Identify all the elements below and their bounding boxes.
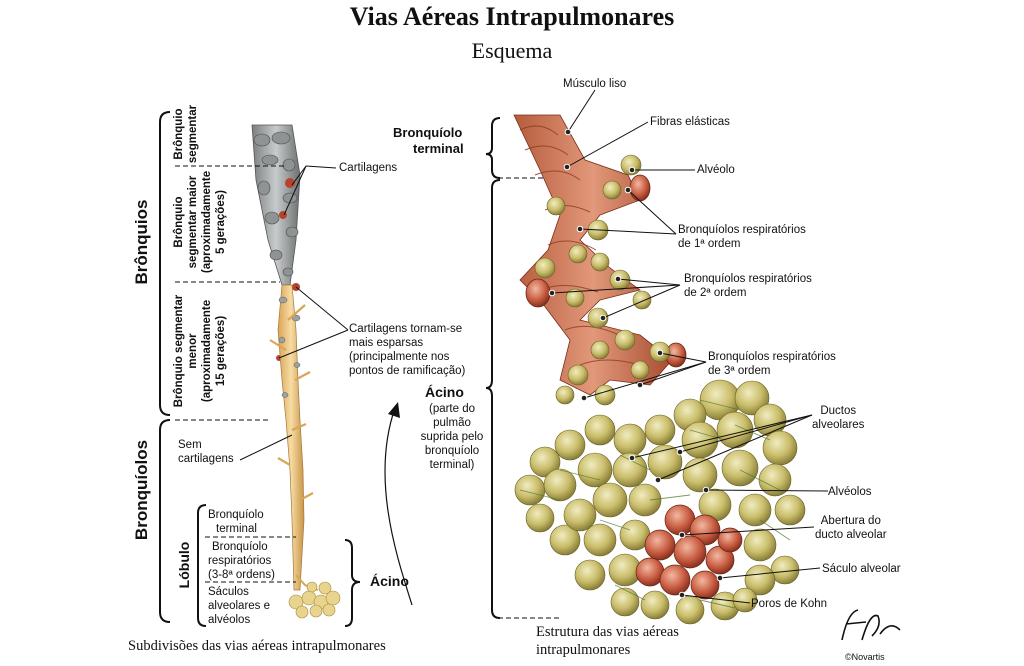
label-cartilagens: Cartilagens — [339, 162, 398, 174]
right-caption: Estrutura das vias aéreas intrapulmonare… — [536, 624, 679, 658]
page-subtitle: Esquema — [471, 38, 553, 63]
vertical-label-segmentar-maior: Brônquio segmentar maior (aproximadament… — [173, 170, 227, 274]
label-ductos-alveolares: Ductos alveolares — [812, 405, 865, 431]
left-brackets — [159, 111, 207, 627]
label-alveolos: Alvéolos — [828, 486, 872, 498]
left-leaders — [239, 165, 349, 461]
label-cartilagens-esparsas: Cartilagens tornam-se mais esparsas (pri… — [349, 323, 466, 377]
acino-arrow — [384, 407, 413, 606]
copyright-credit: ©Novartis — [845, 652, 885, 662]
label-acino-left: Ácino — [370, 573, 409, 589]
vertical-label-segmentar-menor: Brônquio segmentar menor (aproximadament… — [173, 294, 227, 408]
label-bronquiolo-terminal: Bronquíolo terminal — [393, 125, 464, 156]
label-acino-middle: Ácino — [425, 384, 464, 400]
label-bronquiolos-2-ordem: Bronquíolos respiratórios de 2ª ordem — [684, 273, 812, 299]
vertical-label-bronquiolos: Bronquíolos — [132, 439, 151, 541]
alveolar-sac-section — [635, 504, 743, 600]
label-bronquiolos-1-ordem: Bronquíolos respiratórios de 1ª ordem — [678, 224, 806, 250]
label-alveolo: Alvéolo — [697, 164, 735, 176]
label-bronquiolo-terminal-left: Bronquíolo terminal — [208, 509, 264, 535]
vertical-label-bronquios: Brônquios — [132, 199, 151, 285]
middle-brackets — [485, 117, 501, 619]
bronchial-tree — [251, 124, 341, 619]
vertical-label-segmentar: Brônquio segmentar — [173, 104, 199, 164]
left-acinus-cluster — [288, 574, 341, 619]
acino-arrowhead — [388, 402, 400, 418]
label-musculo-liso: Músculo liso — [563, 78, 627, 90]
right-pointer-dots — [548, 128, 724, 599]
acino-left-bracket — [344, 539, 361, 627]
label-saculo-alveolar: Sáculo alveolar — [822, 563, 901, 575]
label-acino-description: (parte do pulmão suprida pelo bronquíolo… — [420, 403, 484, 471]
page-title: Vias Aéreas Intrapulmonares — [349, 2, 675, 31]
right-leaders — [551, 89, 829, 604]
label-bronquiolo-respiratorios-left: Bronquíolo respiratórios (3-8ª ordens) — [208, 541, 275, 581]
label-poros-de-kohn: Poros de Kohn — [751, 598, 828, 610]
left-dividers — [175, 165, 296, 583]
label-sem-cartilagens: Sem cartilagens — [178, 439, 234, 465]
left-caption: Subdivisões das vias aéreas intrapulmona… — [128, 638, 386, 654]
label-saculos-alveolares: Sáculos alveolares e alvéolos — [208, 586, 271, 626]
alveolar-mass — [514, 379, 806, 625]
netter-signature — [841, 609, 901, 641]
vertical-label-lobulo: Lóbulo — [176, 541, 192, 589]
label-abertura-ducto: Abertura do ducto alveolar — [815, 515, 887, 541]
label-bronquiolos-3-ordem: Bronquíolos respiratórios de 3ª ordem — [708, 351, 836, 377]
label-fibras-elasticas: Fibras elásticas — [650, 116, 730, 128]
